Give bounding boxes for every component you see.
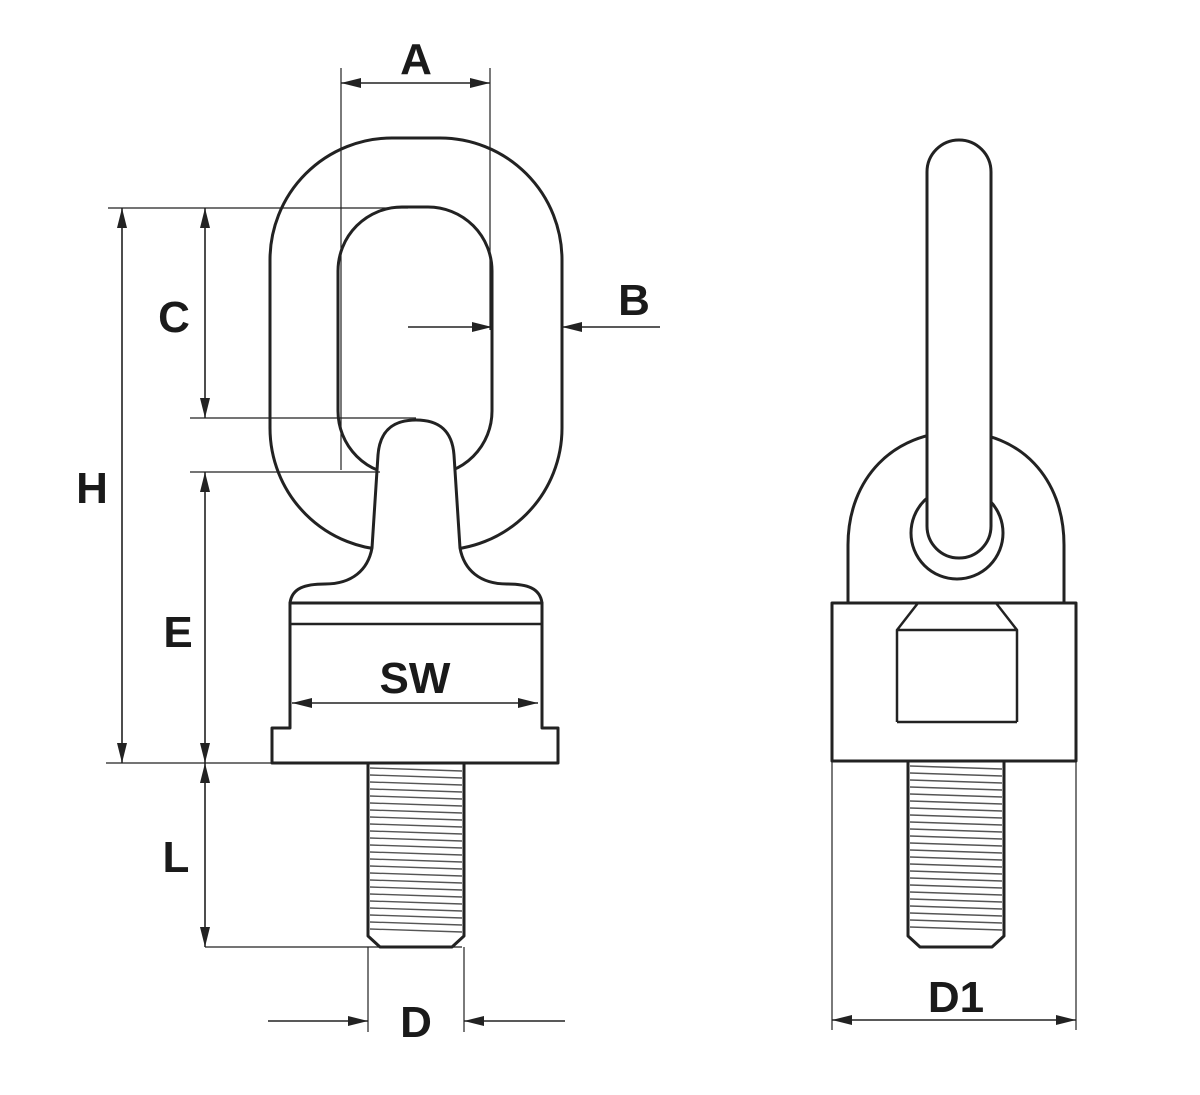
dim-h-label: H [76, 464, 108, 513]
front-view: A B C H E SW L D [76, 35, 660, 1047]
thread-line [369, 886, 463, 891]
thread-line [909, 821, 1003, 826]
thread-line [369, 781, 463, 786]
swivel-neck [288, 418, 544, 605]
thread-line [909, 835, 1003, 840]
thread-line [909, 772, 1003, 777]
thread-line [369, 907, 463, 912]
thread-line [369, 879, 463, 884]
thread-line [369, 823, 463, 828]
thread-line [909, 828, 1003, 833]
thread-line [369, 872, 463, 877]
thread-line [369, 921, 463, 926]
dim-d1-label: D1 [928, 973, 984, 1022]
thread-line [369, 767, 463, 772]
stud-threads-side [909, 765, 1003, 931]
thread-line [909, 884, 1003, 889]
thread-line [369, 774, 463, 779]
thread-line [909, 891, 1003, 896]
thread-line [909, 863, 1003, 868]
thread-line [369, 844, 463, 849]
thread-line [369, 865, 463, 870]
thread-line [909, 849, 1003, 854]
dim-sw-label: SW [380, 654, 451, 703]
thread-line [369, 809, 463, 814]
thread-line [369, 851, 463, 856]
dim-d-label: D [400, 998, 432, 1047]
thread-line [369, 928, 463, 933]
thread-line [909, 814, 1003, 819]
thread-line [909, 870, 1003, 875]
thread-line [909, 898, 1003, 903]
link-side [925, 138, 993, 560]
thread-line [909, 779, 1003, 784]
thread-line [369, 795, 463, 800]
thread-line [369, 900, 463, 905]
thread-line [909, 856, 1003, 861]
thread-line [909, 807, 1003, 812]
thread-line [369, 858, 463, 863]
thread-line [909, 800, 1003, 805]
nut-body [270, 601, 560, 765]
dim-l-label: L [163, 833, 190, 882]
nut-side [830, 601, 1078, 763]
thread-line [909, 912, 1003, 917]
stud-threads [369, 767, 463, 933]
thread-line [369, 830, 463, 835]
side-view: D1 [830, 138, 1078, 1030]
thread-line [909, 786, 1003, 791]
hex-flat [895, 602, 1019, 724]
dim-b-label: B [618, 276, 650, 325]
thread-line [369, 837, 463, 842]
thread-line [369, 788, 463, 793]
thread-line [909, 919, 1003, 924]
thread-line [909, 793, 1003, 798]
dim-a-label: A [400, 35, 432, 84]
thread-line [909, 877, 1003, 882]
threaded-stud-side [906, 759, 1006, 949]
thread-line [909, 905, 1003, 910]
dim-c-label: C [158, 293, 190, 342]
thread-line [909, 765, 1003, 770]
thread-line [909, 842, 1003, 847]
thread-line [909, 926, 1003, 931]
thread-line [369, 893, 463, 898]
thread-line [369, 914, 463, 919]
thread-line [369, 802, 463, 807]
thread-line [369, 816, 463, 821]
dim-e-label: E [163, 608, 192, 657]
